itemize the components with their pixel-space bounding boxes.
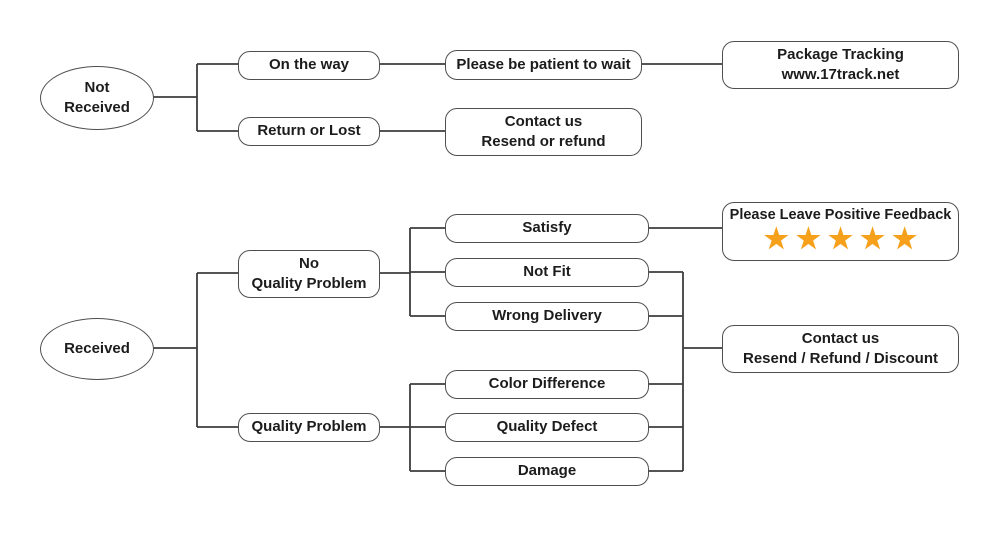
node-received: Received [40,318,154,380]
node-not-received: Not Received [40,66,154,130]
node-not-fit: Not Fit [445,258,649,287]
node-on-the-way: On the way [238,51,380,80]
five-star-rating-icon: ★★★★★ [763,223,925,255]
node-wrong-delivery: Wrong Delivery [445,302,649,331]
node-package-tracking: Package Tracking www.17track.net [722,41,959,89]
node-positive-feedback: Please Leave Positive Feedback ★★★★★ [722,202,959,261]
node-return-or-lost: Return or Lost [238,117,380,146]
node-contact-resend-refund-discount: Contact us Resend / Refund / Discount [722,325,959,373]
node-contact-resend-refund: Contact us Resend or refund [445,108,642,156]
node-quality-problem: Quality Problem [238,413,380,442]
node-color-difference: Color Difference [445,370,649,399]
node-please-be-patient: Please be patient to wait [445,50,642,80]
node-no-quality-problem: No Quality Problem [238,250,380,298]
node-damage: Damage [445,457,649,486]
node-quality-defect: Quality Defect [445,413,649,442]
node-satisfy: Satisfy [445,214,649,243]
feedback-title: Please Leave Positive Feedback [729,207,952,223]
